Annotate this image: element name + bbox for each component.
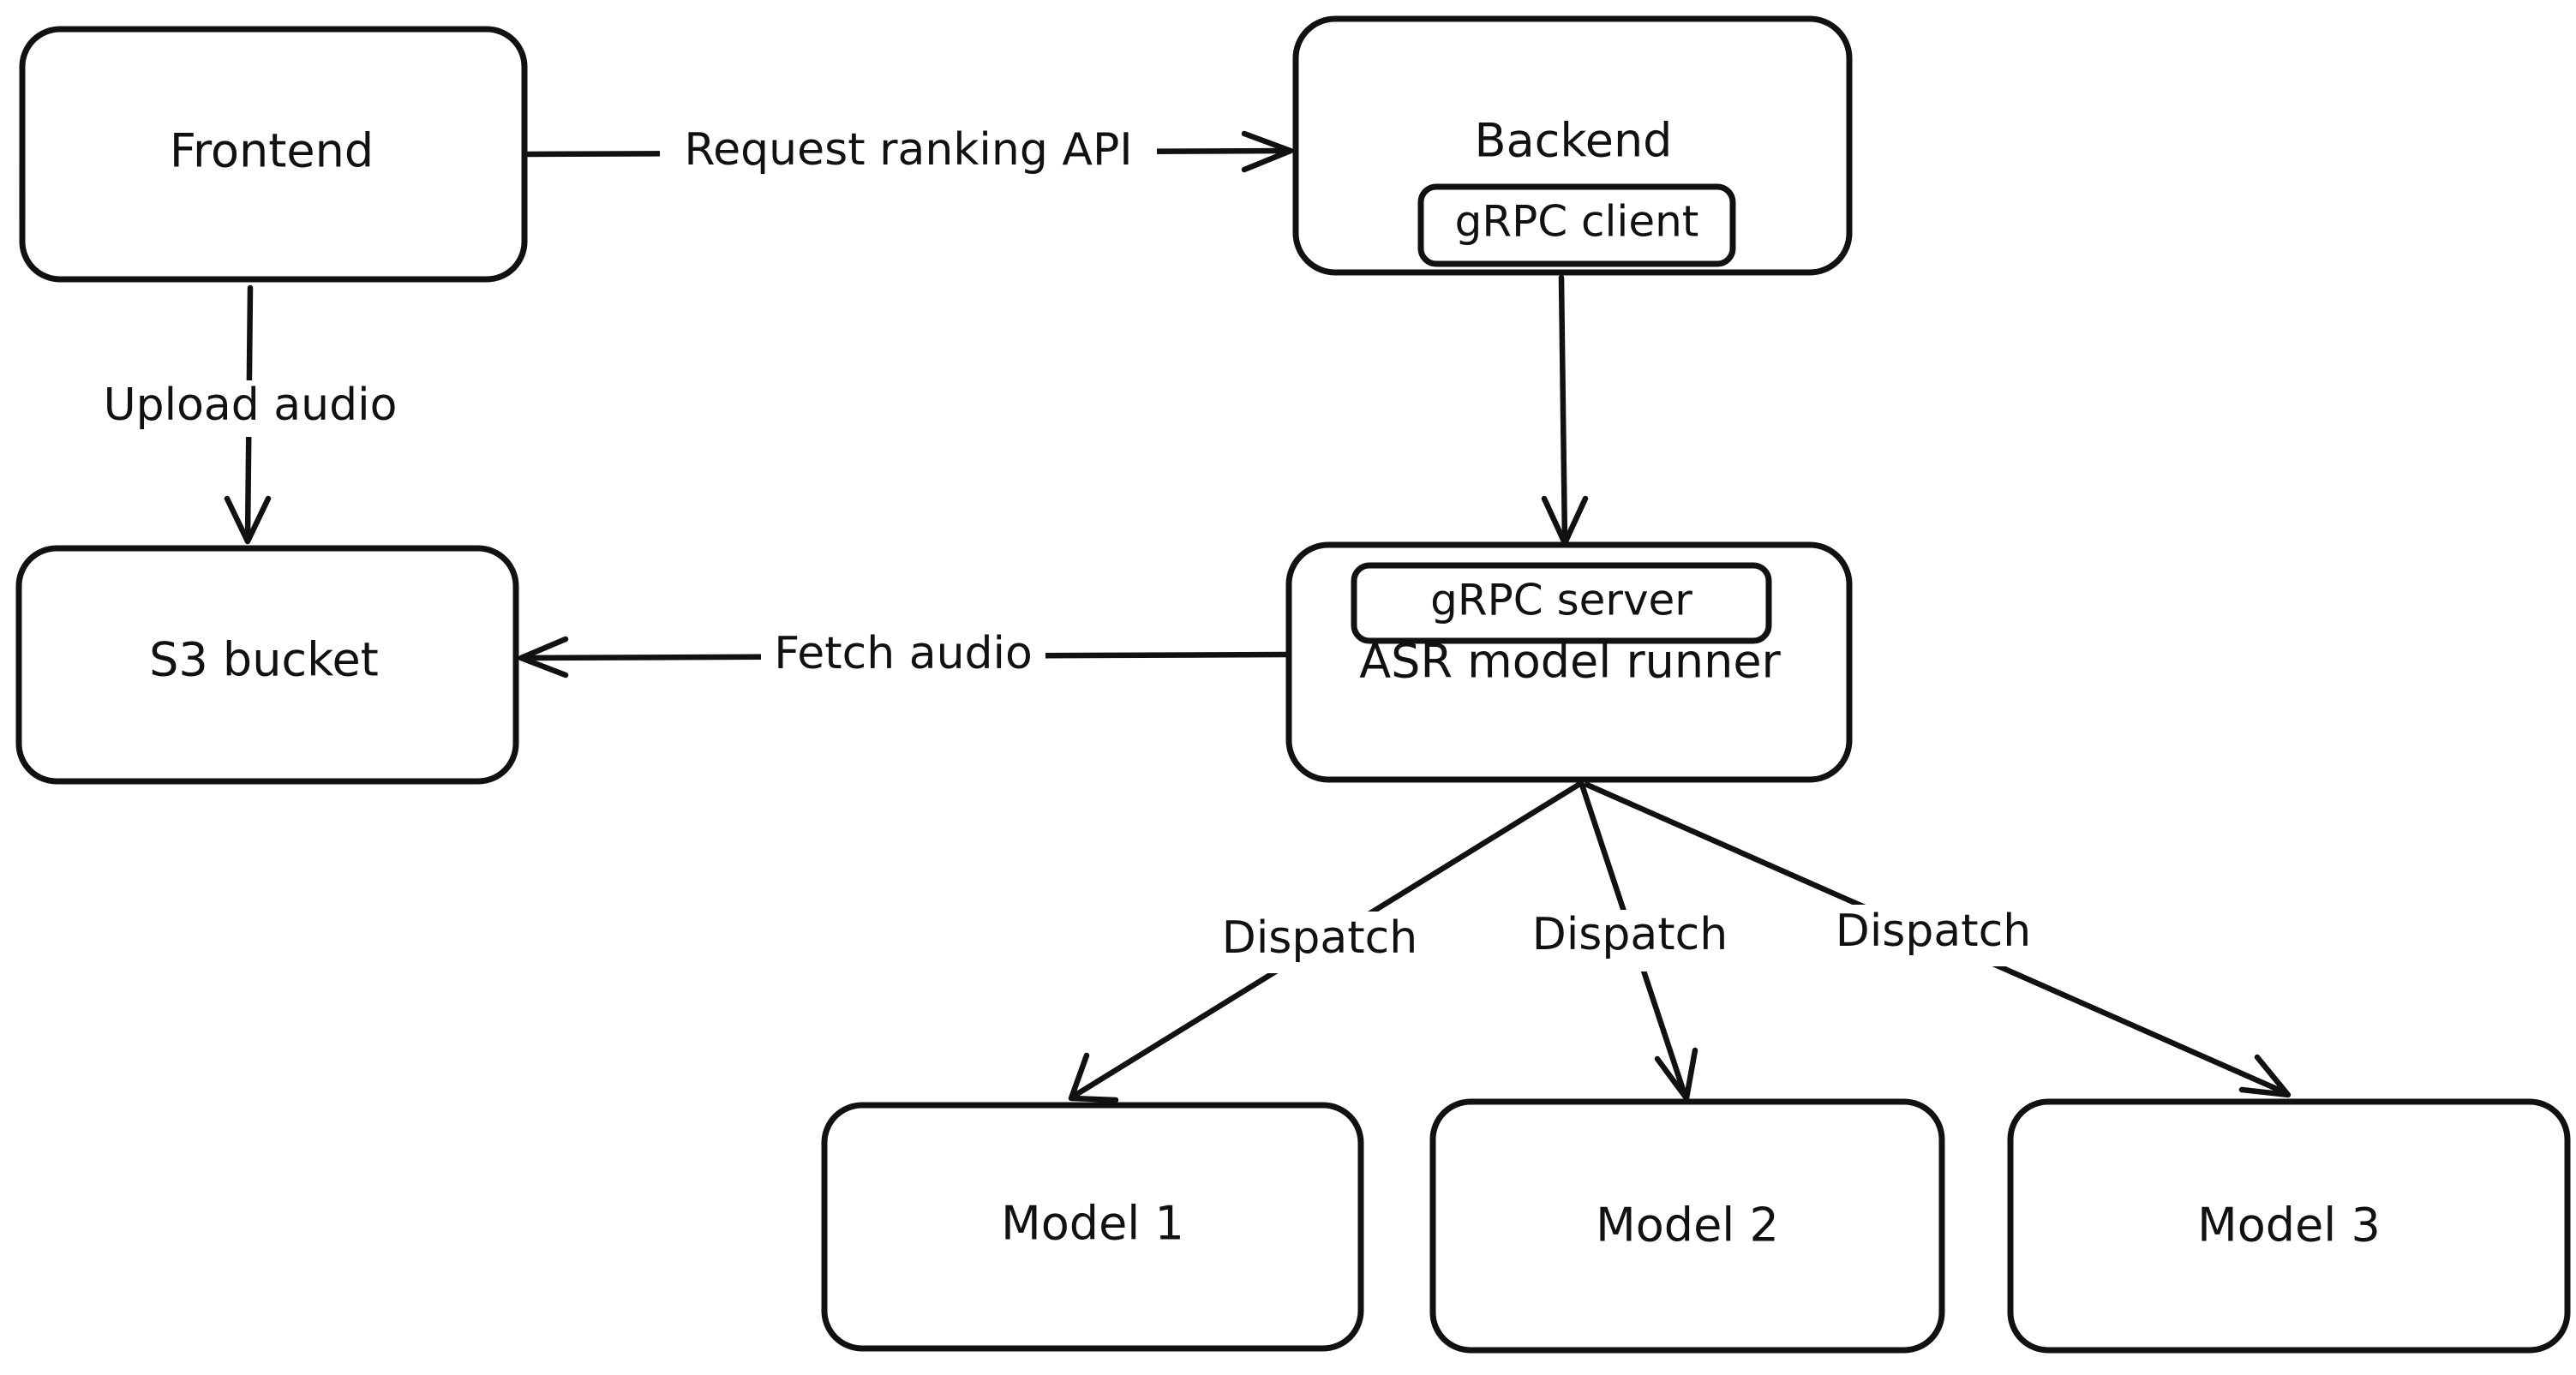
arrowhead: [1241, 130, 1294, 173]
inner-label: gRPC server: [1430, 576, 1692, 625]
edge-label-dispatch-3: Dispatch: [1824, 905, 2041, 966]
edge-line: [1558, 274, 1568, 545]
node-frontend: Frontend: [19, 26, 528, 283]
node-label: Frontend: [170, 124, 374, 178]
edge-label-text: Dispatch: [1222, 912, 1417, 964]
inner-label: gRPC client: [1455, 197, 1699, 247]
inner-box-grpc-client: gRPC client: [1417, 183, 1736, 267]
edge-label-dispatch-1: Dispatch: [1210, 912, 1428, 973]
edge-label-dispatch-2: Dispatch: [1522, 909, 1740, 971]
node-label: Model 1: [1001, 1197, 1184, 1251]
node-box: [19, 26, 528, 283]
node-s3-bucket: S3 bucket: [15, 545, 519, 785]
node-label: Model 3: [2197, 1199, 2381, 1252]
edge-label-text: Dispatch: [1836, 906, 2031, 957]
edge-backend-to-runner: [1541, 274, 1589, 547]
inner-box-grpc-server: gRPC server: [1351, 562, 1772, 644]
node-model-2: Model 2: [1429, 1098, 1945, 1354]
arrowhead: [1654, 1047, 1698, 1102]
edge-label-upload-audio: Upload audio: [89, 380, 411, 437]
edge-label-fetch-audio: Fetch audio: [761, 628, 1045, 685]
node-asr-model-runner: gRPC server ASR model runner: [1285, 541, 1853, 783]
node-label: Model 2: [1596, 1199, 1779, 1252]
node-box: [15, 545, 519, 785]
edge-label-text: Request ranking API: [684, 124, 1132, 176]
edge-label-text: Dispatch: [1532, 909, 1728, 960]
edge-label-text: Upload audio: [104, 380, 398, 431]
arrowhead: [1068, 1052, 1119, 1103]
node-backend: Backend gRPC client: [1292, 15, 1853, 276]
node-box: [2007, 1098, 2571, 1354]
node-label: S3 bucket: [149, 633, 379, 687]
edge-label-request-ranking-api: Request ranking API: [660, 124, 1157, 182]
inner-box: [1351, 562, 1772, 644]
node-box: [1429, 1098, 1945, 1354]
arrowhead: [2238, 1054, 2291, 1098]
arrowhead: [518, 636, 569, 679]
node-model-1: Model 1: [821, 1102, 1364, 1352]
node-box: [821, 1102, 1364, 1352]
node-label: ASR model runner: [1359, 635, 1781, 689]
node-label: Backend: [1475, 114, 1673, 168]
inner-box: [1417, 183, 1736, 267]
node-model-3: Model 3: [2007, 1098, 2571, 1354]
arrowhead: [224, 495, 272, 545]
edge-label-text: Fetch audio: [774, 628, 1033, 679]
